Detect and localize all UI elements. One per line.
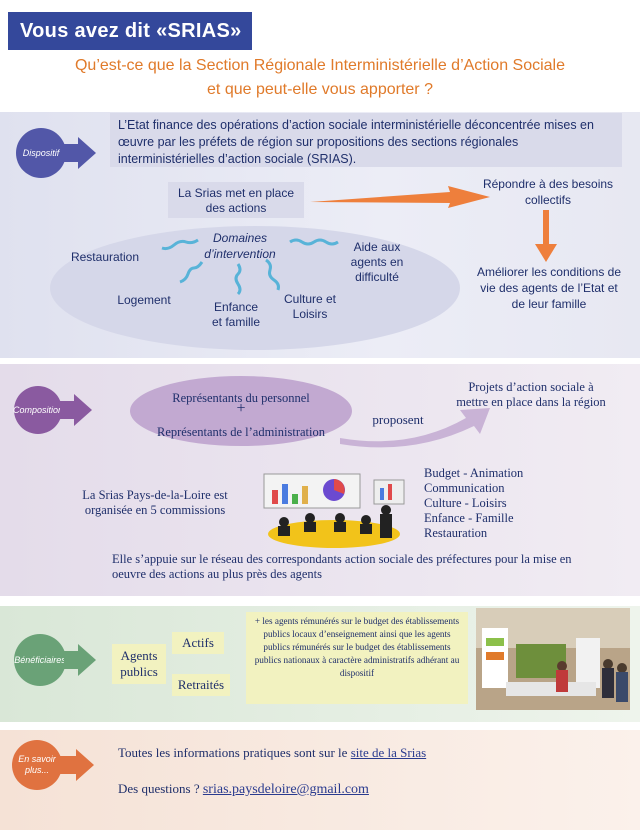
- commission-item: Enfance - Famille: [424, 511, 514, 525]
- domaines-intervention: Domaines d’intervention: [204, 231, 276, 261]
- purple-arrow-icon: [340, 408, 490, 448]
- beneficiaires-arrow-icon: [78, 644, 96, 676]
- questions-line: Des questions ? srias.paysdeloire@gmail.…: [118, 780, 598, 799]
- squiggle-arrows-icon: [161, 238, 339, 296]
- srias-organisee: La Srias Pays-de-la-Loire est organisée …: [82, 488, 228, 517]
- commission-item: Culture - Loisirs: [424, 496, 507, 510]
- besoins-collectifs: Répondre à des besoins collectifs: [482, 177, 614, 207]
- reseau-correspondants: Elle s’appuie sur le réseau des correspo…: [112, 552, 572, 581]
- site-srias-link[interactable]: site de la Srias: [350, 745, 427, 760]
- questions-prefix: Des questions ?: [118, 781, 200, 796]
- subtitle-line2: et que peut-elle vous apporter ?: [207, 81, 433, 98]
- rep-personnel: Représentants du personnel: [172, 391, 310, 405]
- srias-actions-box: La Srias met en place des actions: [168, 182, 304, 218]
- commissions-list: Budget - Animation Communication Culture…: [424, 466, 584, 541]
- domaine-aide-agents: Aide aux agents en difficulté: [350, 240, 404, 284]
- orange-arrow-down-icon: [535, 210, 557, 262]
- beneficiaires-badge: Bénéficiaires: [14, 634, 66, 686]
- plus-agents-box: + les agents rémunérés sur le budget des…: [246, 612, 468, 704]
- email-link[interactable]: srias.paysdeloire@gmail.com: [202, 782, 369, 797]
- ameliorer-conditions: Améliorer les conditions de vie des agen…: [476, 265, 622, 311]
- subtitle-line1: Qu’est-ce que la Section Régionale Inter…: [74, 57, 566, 74]
- projets-action-sociale: Projets d’action sociale à mettre en pla…: [456, 380, 606, 409]
- domaines-ellipse: [50, 226, 460, 350]
- infos-pratiques-line: Toutes les informations pratiques sont s…: [118, 744, 598, 762]
- en-savoir-arrow-body: [60, 756, 78, 774]
- commission-item: Restauration: [424, 526, 488, 540]
- event-photo-icon: [476, 608, 630, 710]
- dispositif-arrow-icon: [78, 137, 96, 169]
- domaine-enfance-famille: Enfance et famille: [211, 300, 261, 329]
- agents-publics-box: Agents publics: [112, 644, 166, 684]
- composition-badge: Composition: [13, 386, 63, 434]
- orange-arrow-right-icon: [310, 186, 490, 208]
- en-savoir-plus-badge: En savoir plus...: [12, 740, 62, 790]
- infos-prefix: Toutes les informations pratiques sont s…: [118, 745, 348, 760]
- composition-arrow-icon: [74, 394, 92, 426]
- en-savoir-plus-section: [0, 730, 640, 830]
- page-title: Vous avez dit «SRIAS» ?: [8, 12, 252, 80]
- composition-arrow-body: [60, 401, 76, 419]
- beneficiaires-arrow-body: [64, 651, 80, 669]
- proposent-label: proposent: [372, 412, 424, 427]
- commission-item: Communication: [424, 481, 505, 495]
- commission-item: Budget - Animation: [424, 466, 524, 480]
- dispositif-intro: L’Etat finance des opérations d’action s…: [110, 113, 622, 167]
- meeting-illustration-icon: [263, 473, 405, 548]
- domaine-logement: Logement: [117, 293, 171, 307]
- representants-ellipse: [130, 376, 352, 446]
- rep-administration: Représentants de l’administration: [156, 425, 325, 439]
- dispositif-arrow-body: [64, 144, 80, 162]
- domaine-culture-loisirs: Culture et Loisirs: [283, 292, 337, 321]
- domaine-restauration: Restauration: [70, 250, 140, 264]
- retraites-box: Retraités: [172, 674, 230, 696]
- dispositif-badge: Dispositif: [16, 128, 66, 178]
- en-savoir-arrow-icon: [76, 749, 94, 781]
- rep-plus: +: [236, 400, 246, 417]
- actifs-box: Actifs: [172, 632, 224, 654]
